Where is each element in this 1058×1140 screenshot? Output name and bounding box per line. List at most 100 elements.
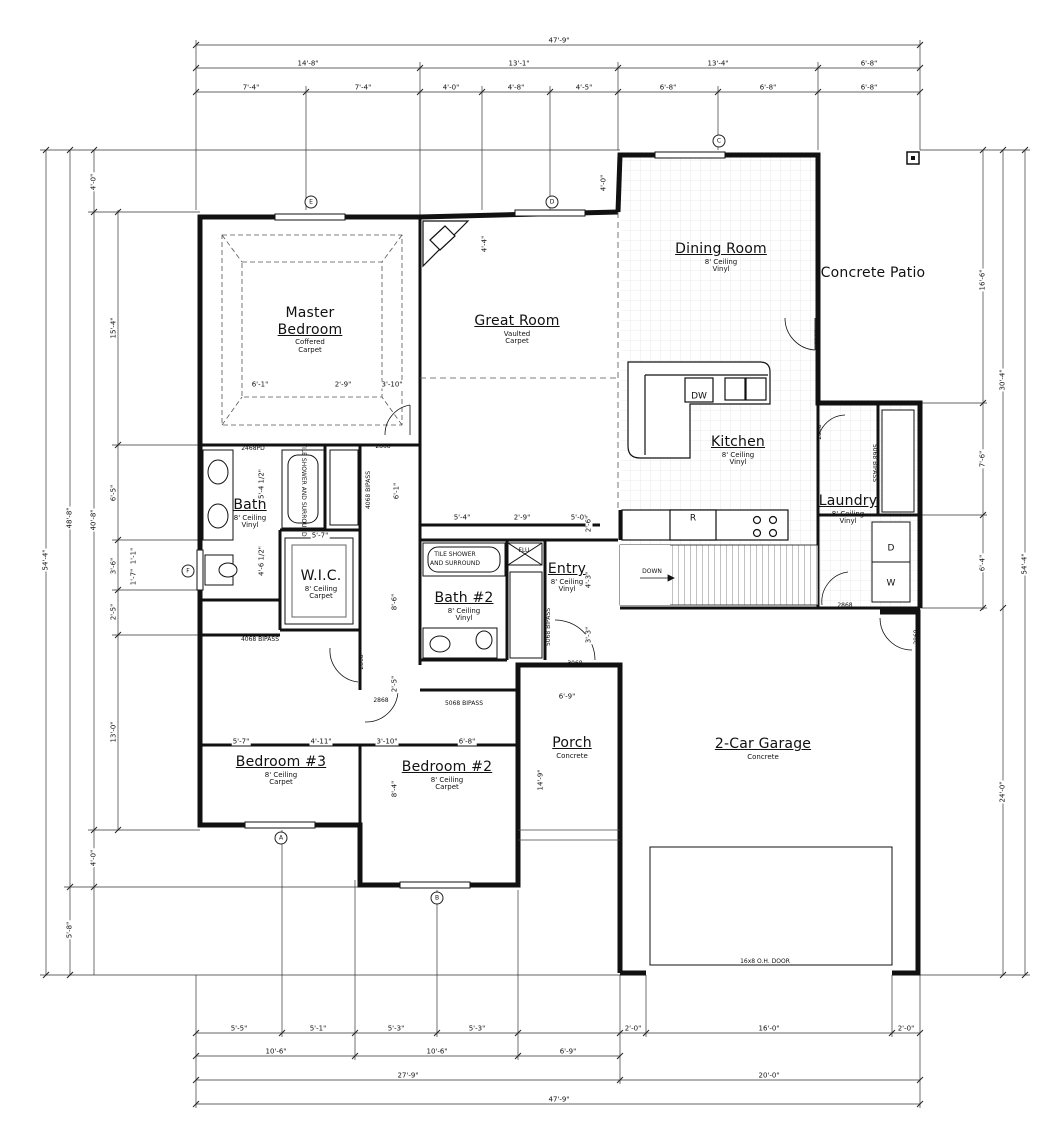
room-ceiling: 8' Ceiling <box>831 509 865 518</box>
room-name: Bath <box>233 497 267 513</box>
room-floor: Vinyl <box>241 521 259 530</box>
dim-interior: 3'-10" <box>380 380 404 389</box>
dim-interior: 6'-1" <box>250 380 270 389</box>
dim-interior: 8'-6" <box>390 592 399 612</box>
room-great-room: Great Room Vaulted Carpet <box>474 314 559 345</box>
room-ceiling: 8' Ceiling <box>264 770 298 779</box>
dim-bottom: 5'-3" <box>386 1024 406 1033</box>
fireplace <box>422 220 470 268</box>
dim-bottom: 5'-5" <box>229 1024 249 1033</box>
dim-interior: 2'-9" <box>333 380 353 389</box>
dim-interior: 4'-11" <box>309 737 333 746</box>
room-dining: Dining Room 8' Ceiling Vinyl <box>675 242 767 273</box>
dim-interior: 4'-4" <box>480 234 489 254</box>
room-floor: Carpet <box>435 783 459 792</box>
dim-left: 1'-7" <box>129 567 138 587</box>
dim-interior: 2'-9" <box>512 513 532 522</box>
room-floor: Vinyl <box>839 517 857 526</box>
dim-top: 7'-4" <box>353 83 373 92</box>
room-name: Concrete Patio <box>820 265 926 281</box>
dim-interior: 6'-8" <box>457 737 477 746</box>
door-2868-label: 2868 <box>814 329 821 345</box>
dim-interior: 5'-0" <box>569 513 589 522</box>
dim-bottom: 27'-9" <box>396 1071 420 1080</box>
dim-interior: 6'-1" <box>392 481 401 501</box>
dim-interior: 4'-0" <box>599 173 608 193</box>
room-name: Bath #2 <box>434 590 494 606</box>
dim-left: 13'-0" <box>109 720 118 744</box>
dishwasher-label: DW <box>691 391 707 402</box>
dim-interior: 4'-3" <box>584 570 593 590</box>
stairs-down-label: DOWN <box>642 568 662 575</box>
flu-label: FLU <box>518 547 530 554</box>
room-floor: Carpet <box>505 337 529 346</box>
room-ceiling: 8' Ceiling <box>550 577 584 586</box>
dim-bottom: 2'-0" <box>896 1024 916 1033</box>
room-name: W.I.C. <box>300 568 342 584</box>
dim-interior: 6'-9" <box>557 692 577 701</box>
dim-right: 16'-6" <box>978 268 987 292</box>
dryer-label: D <box>887 543 895 554</box>
room-entry: Entry 8' Ceiling Vinyl <box>548 562 586 593</box>
dim-left: 1'-1" <box>129 546 138 566</box>
dim-interior: 3'-10" <box>375 737 399 746</box>
room-ceiling: 8' Ceiling <box>704 257 738 266</box>
dim-interior: 2'-6" <box>584 514 593 534</box>
dim-bottom-total: 47'-9" <box>547 1095 571 1104</box>
room-concrete-patio: Concrete Patio <box>821 266 926 281</box>
grid-marker-a: A <box>274 831 288 845</box>
dim-top: 4'-8" <box>506 83 526 92</box>
stairs <box>619 544 819 606</box>
room-name: Master <box>285 305 335 321</box>
room-name: Great Room <box>474 313 560 329</box>
door-2868-label: 2868 <box>373 697 389 704</box>
grid-marker-d: D <box>545 195 559 209</box>
dim-interior: 14'-9" <box>536 768 545 792</box>
room-floor: Carpet <box>298 345 322 354</box>
dim-interior: 5'-7" <box>310 531 330 540</box>
dim-left: 54'-4" <box>41 548 50 572</box>
coffered-ceiling <box>221 234 403 426</box>
doors <box>329 317 913 723</box>
room-name: Dining Room <box>675 241 767 257</box>
dim-top: 14'-8" <box>296 59 320 68</box>
dim-left: 48'-8" <box>65 506 74 530</box>
room-ceiling: 8' Ceiling <box>304 584 338 593</box>
grid-marker-e: E <box>304 195 318 209</box>
bipass-door-label: 5068 BIPASS <box>871 443 878 483</box>
door-2868-label: 2868 <box>816 424 823 440</box>
porch-lines <box>518 829 620 841</box>
dim-top: 4'-0" <box>441 83 461 92</box>
dim-top: 13'-4" <box>706 59 730 68</box>
room-floor: Concrete <box>556 751 588 760</box>
dim-interior: 5'-4" <box>452 513 472 522</box>
dim-top: 6'-8" <box>658 83 678 92</box>
room-name: Bedroom <box>277 321 343 338</box>
room-ceiling: 8' Ceiling <box>233 513 267 522</box>
dim-top: 6'-8" <box>859 83 879 92</box>
bipass-door-label: 4068 BIPASS <box>365 470 372 510</box>
dim-right: 6'-4" <box>978 553 987 573</box>
washer-label: W <box>886 578 896 589</box>
dim-left: 4'-0" <box>89 848 98 868</box>
dim-right: 54'-4" <box>1020 552 1029 576</box>
door-3068-label: 3068 <box>567 660 583 667</box>
dim-bottom: 10'-6" <box>264 1047 288 1056</box>
room-name: Entry <box>547 561 587 577</box>
room-floor: Vinyl <box>729 458 747 467</box>
room-ceiling: 8' Ceiling <box>721 450 755 459</box>
dim-left: 5'-8" <box>65 920 74 940</box>
room-floor: Carpet <box>269 778 293 787</box>
dim-interior: 5'-7" <box>231 737 251 746</box>
grid-marker-c: C <box>712 134 726 148</box>
door-2868-label: 2868 <box>358 654 365 670</box>
dim-bottom: 16'-0" <box>757 1024 781 1033</box>
room-floor: Carpet <box>309 592 333 601</box>
bath-fixtures <box>202 449 543 659</box>
dim-left: 15'-4" <box>109 316 118 340</box>
kitchen-island <box>621 361 789 541</box>
room-wic: W.I.C. 8' Ceiling Carpet <box>301 569 342 600</box>
dimension-ticks <box>42 41 1029 1108</box>
door-2868-label: 2868 <box>837 602 853 609</box>
